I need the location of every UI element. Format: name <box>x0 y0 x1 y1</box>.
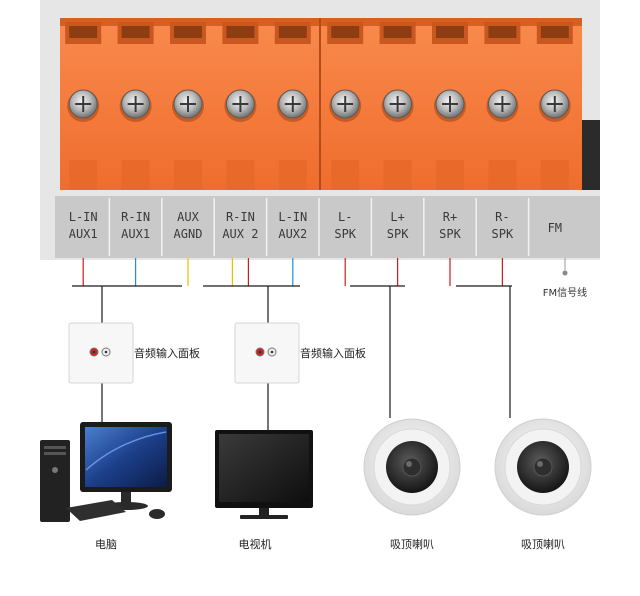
terminal-slot-opening <box>121 26 150 38</box>
keyboard <box>66 500 126 521</box>
device-label-tv: 电视机 <box>239 537 272 551</box>
terminal-slot-opening <box>226 26 255 38</box>
terminal-label-bottom: SPK <box>439 227 461 241</box>
monitor-screen <box>85 427 167 487</box>
tv-screen <box>219 434 309 502</box>
terminal-screw <box>172 89 204 122</box>
terminal-screws <box>67 89 571 122</box>
terminal-label-top: FM <box>548 221 562 235</box>
terminal-rib <box>488 160 517 190</box>
terminal-slot-opening <box>278 26 307 38</box>
terminal-label-top: R-IN <box>226 210 255 224</box>
terminal-screw <box>434 89 466 122</box>
terminal-rib <box>69 160 98 190</box>
terminal-slot-opening <box>331 26 360 38</box>
terminal-screw <box>538 89 571 122</box>
terminal-label-top: R-IN <box>121 210 150 224</box>
terminal-label-bottom: AGND <box>174 227 203 241</box>
terminal-rib <box>540 160 569 190</box>
terminal-screw <box>381 89 414 122</box>
terminal-rib <box>226 160 255 190</box>
terminal-screw <box>119 89 152 122</box>
mouse <box>149 509 165 519</box>
ceiling-speaker-right <box>494 418 592 516</box>
pc-tower <box>40 440 70 522</box>
terminal-screw <box>224 89 257 122</box>
device-label-computer: 电脑 <box>95 538 117 551</box>
terminal-slot-opening <box>436 26 464 38</box>
terminal-rib <box>383 160 412 190</box>
terminal-slot-opening <box>383 26 412 38</box>
terminal-label-top: AUX <box>177 210 199 224</box>
ceiling-speaker-left <box>363 418 461 516</box>
terminal-slots <box>65 22 573 190</box>
terminal-label-top: R+ <box>443 210 457 224</box>
device-label-speaker-2: 吸顶喇叭 <box>521 537 565 551</box>
terminal-screw <box>67 89 100 122</box>
terminal-label-top: L-IN <box>278 210 307 224</box>
fm-label: FM信号线 <box>543 286 587 299</box>
terminal-slot-opening <box>488 26 517 38</box>
device-label-speaker-1: 吸顶喇叭 <box>390 537 434 551</box>
housing-right-edge <box>582 120 600 190</box>
panel-label-2: 音频输入面板 <box>300 346 366 360</box>
terminal-slot-opening <box>174 26 202 38</box>
terminal-label-top: L+ <box>390 210 404 224</box>
panel-label-1: 音频输入面板 <box>134 346 200 360</box>
cable-aux1 <box>72 285 182 323</box>
wire-stubs <box>82 258 503 286</box>
computer-picture <box>40 422 172 522</box>
terminal-label-top: L-IN <box>69 210 98 224</box>
cables <box>72 285 512 430</box>
terminal-label-bottom: SPK <box>492 227 514 241</box>
terminal-label-bottom: AUX 2 <box>222 227 258 241</box>
audio-input-panel-2 <box>234 322 300 384</box>
terminal-screw <box>486 89 519 122</box>
cable-right-speaker <box>456 285 512 418</box>
cable-aux2 <box>203 285 300 323</box>
audio-input-panel-1 <box>68 322 134 384</box>
terminal-rib <box>121 160 150 190</box>
terminal-label-top: L- <box>338 210 352 224</box>
terminal-label-bottom: SPK <box>334 227 356 241</box>
terminal-label-bottom: AUX1 <box>121 227 150 241</box>
terminal-label-bottom: AUX2 <box>278 227 307 241</box>
terminal-labels: L-IN AUX1 R-IN AUX1 AUX AGND R-IN AUX 2 L-IN AUX2… <box>69 198 562 256</box>
terminal-label-top: R- <box>495 210 509 224</box>
fm-dot <box>562 270 568 276</box>
terminal-rib <box>278 160 307 190</box>
terminal-slot-opening <box>540 26 569 38</box>
terminal-rib <box>174 160 202 190</box>
terminal-label-bottom: SPK <box>387 227 409 241</box>
terminal-screw <box>276 89 309 122</box>
tv-picture <box>215 430 313 519</box>
terminal-rib <box>436 160 464 190</box>
terminal-slot-opening <box>69 26 98 38</box>
terminal-rib <box>331 160 360 190</box>
terminal-label-bottom: AUX1 <box>69 227 98 241</box>
terminal-screw <box>329 89 362 122</box>
cable-left-speaker <box>350 285 405 418</box>
label-strip <box>55 196 600 258</box>
